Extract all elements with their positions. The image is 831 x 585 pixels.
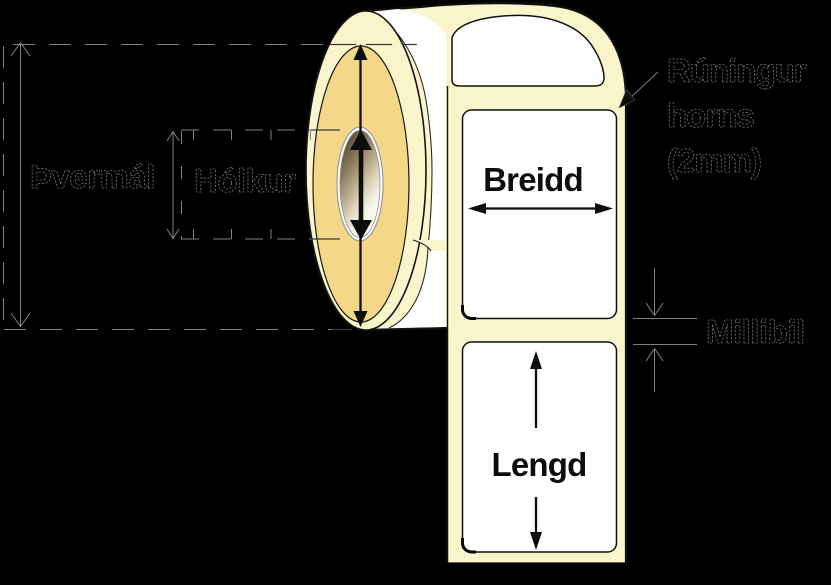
- svg-text:Breidd: Breidd: [483, 161, 583, 198]
- svg-text:Hólkur: Hólkur: [194, 162, 296, 199]
- svg-text:Millibil: Millibil: [706, 313, 805, 350]
- svg-text:horns: horns: [667, 97, 754, 134]
- svg-text:Rúningur: Rúningur: [667, 52, 807, 89]
- svg-text:Lengd: Lengd: [492, 446, 587, 483]
- svg-text:Þvermál: Þvermál: [30, 158, 155, 195]
- svg-text:(2mm): (2mm): [667, 142, 761, 179]
